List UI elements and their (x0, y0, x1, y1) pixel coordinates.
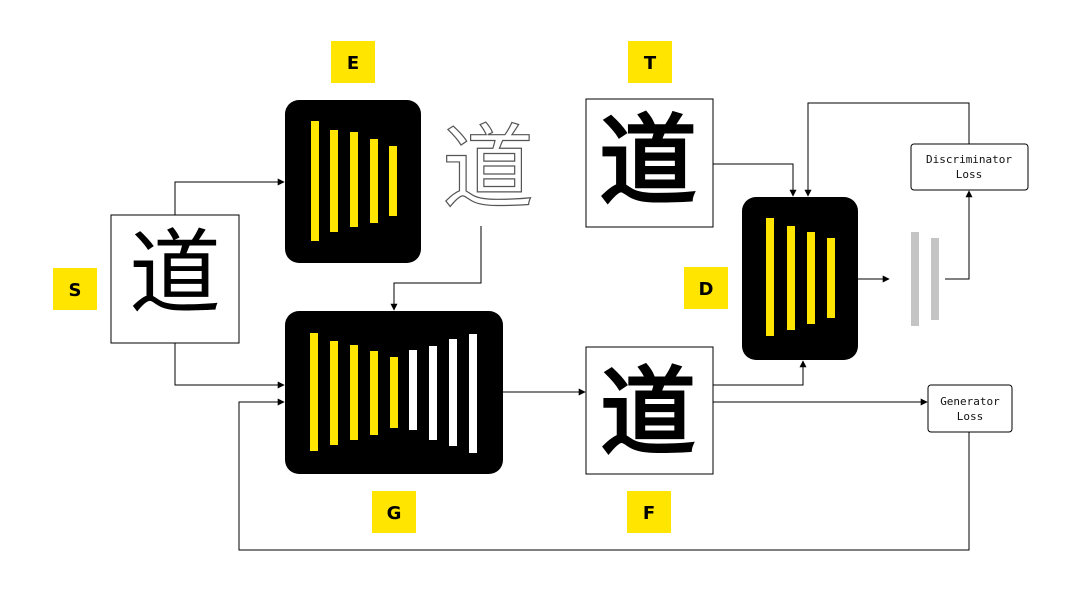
encoded-outline-glyph: 道 (442, 115, 534, 222)
discriminator-block (742, 197, 858, 360)
generator-layer-bar (390, 357, 398, 428)
generator-block (285, 311, 503, 474)
arrow-discriminator-loss-feedback (804, 102, 970, 197)
connectors (174, 102, 973, 551)
output-bar (931, 238, 939, 320)
encoder-layer-bar (311, 121, 319, 241)
fake-glyph: 道 (600, 356, 696, 469)
label-f-tag: F (627, 491, 671, 533)
encoder-layer-bar (350, 132, 358, 227)
label-d-tag: D (684, 267, 728, 309)
label-d-text: D (699, 279, 714, 300)
generator-layer-bar (370, 351, 378, 435)
label-s-tag: S (53, 268, 97, 310)
encoder-layer-bar (370, 139, 378, 223)
discriminator-layer-bar (766, 218, 774, 336)
encoder-block (285, 100, 421, 263)
discriminator-layer-bar (787, 226, 795, 330)
generator-decoder-bar (409, 350, 417, 430)
discriminator-loss-label: Discriminator (926, 153, 1012, 166)
discriminator-output (911, 232, 939, 326)
arrow-encoding-to-generator (390, 226, 482, 311)
output-bar (911, 232, 919, 326)
arrow-source-to-generator (174, 343, 285, 389)
arrow-target-to-discriminator (713, 163, 797, 197)
encoder-layer-bar (330, 130, 338, 232)
discriminator-layer-bar (827, 238, 835, 318)
label-g-tag: G (372, 491, 416, 533)
generator-loss-box: Generator Loss (927, 384, 1013, 433)
arrow-source-to-encoder (174, 178, 285, 215)
generator-decoder-bar (469, 334, 477, 453)
generator-layer-bar (330, 341, 338, 445)
discriminator-layer-bar (807, 232, 815, 324)
arrow-output-to-discriminator-loss (945, 190, 973, 280)
arrow-generator-loss-feedback (238, 398, 970, 551)
arrow-fake-to-discriminator (713, 360, 807, 386)
label-t-text: T (644, 53, 657, 74)
generator-loss-sublabel: Loss (957, 410, 984, 423)
encoder-layer-bar (389, 146, 397, 216)
label-e-text: E (347, 53, 359, 74)
source-image-box: 道 (110, 214, 240, 344)
target-glyph: 道 (599, 104, 697, 219)
label-g-text: G (387, 503, 402, 524)
fake-image-box: 道 (585, 346, 714, 475)
generator-loss-label: Generator (940, 395, 1000, 408)
source-glyph: 道 (129, 220, 221, 327)
generator-layer-bar (310, 333, 318, 451)
label-e-tag: E (331, 41, 375, 83)
target-image-box: 道 (585, 98, 714, 228)
generator-decoder-bar (449, 339, 457, 446)
discriminator-loss-sublabel: Loss (956, 168, 983, 181)
label-s-text: S (69, 280, 82, 301)
label-f-text: F (643, 503, 655, 524)
generator-layer-bar (350, 345, 358, 440)
generator-decoder-bar (429, 346, 437, 440)
discriminator-loss-box: Discriminator Loss (910, 143, 1029, 191)
label-t-tag: T (628, 41, 672, 83)
